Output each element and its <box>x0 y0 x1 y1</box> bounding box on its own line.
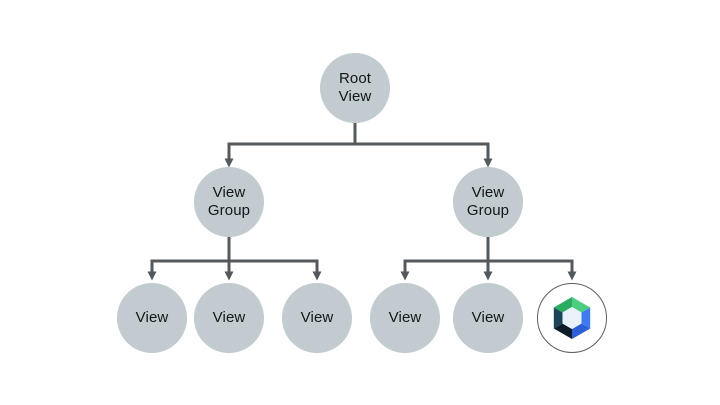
node-view-group-right-label: View Group <box>466 184 510 219</box>
arrowhead <box>147 271 157 281</box>
node-view-right-1-label: View <box>388 309 422 326</box>
arrowhead <box>483 158 493 168</box>
node-root-view: Root View <box>320 53 390 123</box>
node-view-left-1: View <box>117 283 187 353</box>
node-compose <box>537 283 607 353</box>
edges-root-to-groups <box>224 123 493 168</box>
arrowhead <box>224 271 234 281</box>
jetpack-compose-logo-icon <box>553 297 591 339</box>
node-view-right-1: View <box>370 283 440 353</box>
node-view-group-right: View Group <box>453 167 523 237</box>
edges-right-group-to-views <box>400 237 577 281</box>
arrowhead <box>400 271 410 281</box>
node-view-group-left-label: View Group <box>207 184 251 219</box>
node-view-group-left: View Group <box>194 167 264 237</box>
arrowhead <box>567 271 577 281</box>
node-view-right-2-label: View <box>471 309 505 326</box>
arrowhead <box>483 271 493 281</box>
node-view-left-3: View <box>282 283 352 353</box>
node-view-left-1-label: View <box>135 309 169 326</box>
node-view-left-2-label: View <box>212 309 246 326</box>
arrowhead <box>224 158 234 168</box>
node-view-left-2: View <box>194 283 264 353</box>
edges-left-group-to-views <box>147 237 322 281</box>
node-root-view-label: Root View <box>338 70 372 105</box>
node-view-left-3-label: View <box>300 309 334 326</box>
arrowhead <box>312 271 322 281</box>
node-view-right-2: View <box>453 283 523 353</box>
